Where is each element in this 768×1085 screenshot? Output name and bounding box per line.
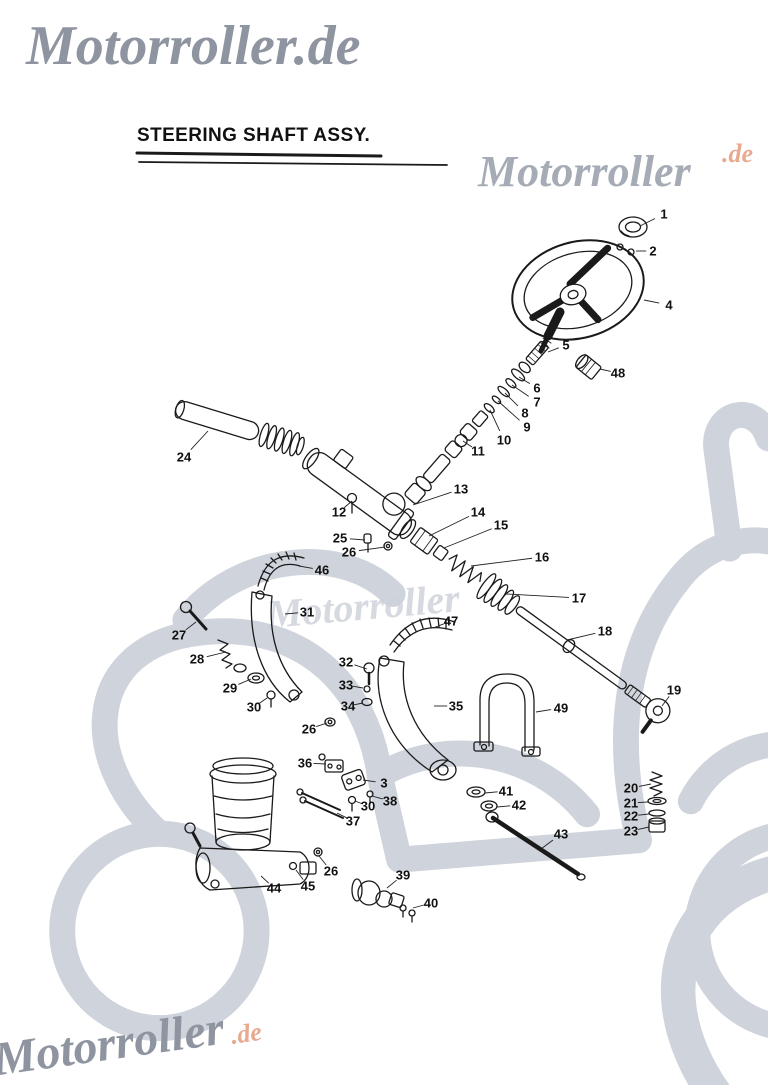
leader-line-5 xyxy=(547,347,559,353)
bushing-48 xyxy=(574,354,602,380)
leader-line-26 xyxy=(316,722,328,728)
u-bracket xyxy=(473,673,541,757)
leader-line-18 xyxy=(566,632,596,641)
leader-line-1 xyxy=(639,218,656,227)
tie-rod-fastener-stack xyxy=(647,771,667,833)
rack-assembly xyxy=(302,447,671,734)
leader-line-37 xyxy=(336,812,347,819)
leader-line-22 xyxy=(638,813,650,816)
leader-line-20 xyxy=(638,783,652,787)
leader-line-49 xyxy=(535,709,552,713)
leader-line-17 xyxy=(505,593,570,598)
leader-line-27 xyxy=(185,621,197,631)
rack-fasteners xyxy=(346,492,393,553)
leader-line-30 xyxy=(258,697,268,704)
leader-line-8 xyxy=(504,392,519,407)
leader-line-6 xyxy=(518,376,531,384)
leader-line-46 xyxy=(298,565,313,569)
title-underline xyxy=(135,151,448,166)
leader-line-45 xyxy=(295,869,304,880)
leader-line-25 xyxy=(349,538,366,541)
leader-line-15 xyxy=(443,528,492,549)
leader-line-4 xyxy=(643,299,660,304)
support-arm-center xyxy=(324,655,457,781)
leader-line-28 xyxy=(206,651,227,658)
leader-line-29 xyxy=(238,678,252,685)
leader-line-7 xyxy=(511,384,529,397)
leader-line-42 xyxy=(496,805,511,808)
leader-line-21 xyxy=(637,801,649,804)
leader-line-30 xyxy=(354,800,363,805)
leader-line-33 xyxy=(352,685,364,689)
leader-line-11 xyxy=(462,440,473,448)
leader-line-40 xyxy=(412,904,424,909)
leader-line-10 xyxy=(489,409,501,432)
leader-line-19 xyxy=(661,696,670,707)
leader-line-48 xyxy=(599,368,611,372)
leader-line-26 xyxy=(358,546,386,552)
leader-line-9 xyxy=(497,400,520,421)
serrated-sector-left xyxy=(257,551,305,591)
clamp-block-group xyxy=(296,753,374,819)
leader-line-38 xyxy=(371,795,383,800)
push-rod-group xyxy=(466,786,586,881)
leader-line-43 xyxy=(540,839,554,850)
leader-line-26 xyxy=(318,855,327,866)
dust-tube-24 xyxy=(174,399,305,457)
leader-line-34 xyxy=(353,702,364,706)
watermark-top-right-de: .de xyxy=(722,139,753,168)
support-arm-left xyxy=(179,590,303,708)
page-title: STEERING SHAFT ASSY. xyxy=(137,125,371,146)
leader-line-13 xyxy=(412,491,452,506)
leader-line-36 xyxy=(313,762,327,765)
joint-body-39 xyxy=(351,878,416,923)
serrated-sector-center xyxy=(389,617,456,653)
watermark-bottom-left-de: .de xyxy=(229,1017,264,1050)
leader-line-16 xyxy=(470,557,533,567)
leader-line-23 xyxy=(638,826,650,830)
leader-line-41 xyxy=(484,791,498,794)
steering-wheel xyxy=(511,239,645,341)
leader-line-3 xyxy=(362,779,376,783)
leader-line-39 xyxy=(386,879,397,889)
leader-line-24 xyxy=(190,430,209,450)
leader-line-14 xyxy=(428,515,470,537)
leader-line-12 xyxy=(343,500,353,508)
watermark-top-right-text: Motorroller xyxy=(477,147,692,196)
master-cylinder xyxy=(184,757,323,891)
leader-line-44 xyxy=(260,875,270,884)
leader-line-32 xyxy=(354,664,368,670)
leader-line-31 xyxy=(284,612,299,615)
leader-line-47 xyxy=(432,623,444,629)
steering-column-shaft xyxy=(404,340,549,505)
watermark-top-left-text: Motorroller.de xyxy=(25,15,360,77)
